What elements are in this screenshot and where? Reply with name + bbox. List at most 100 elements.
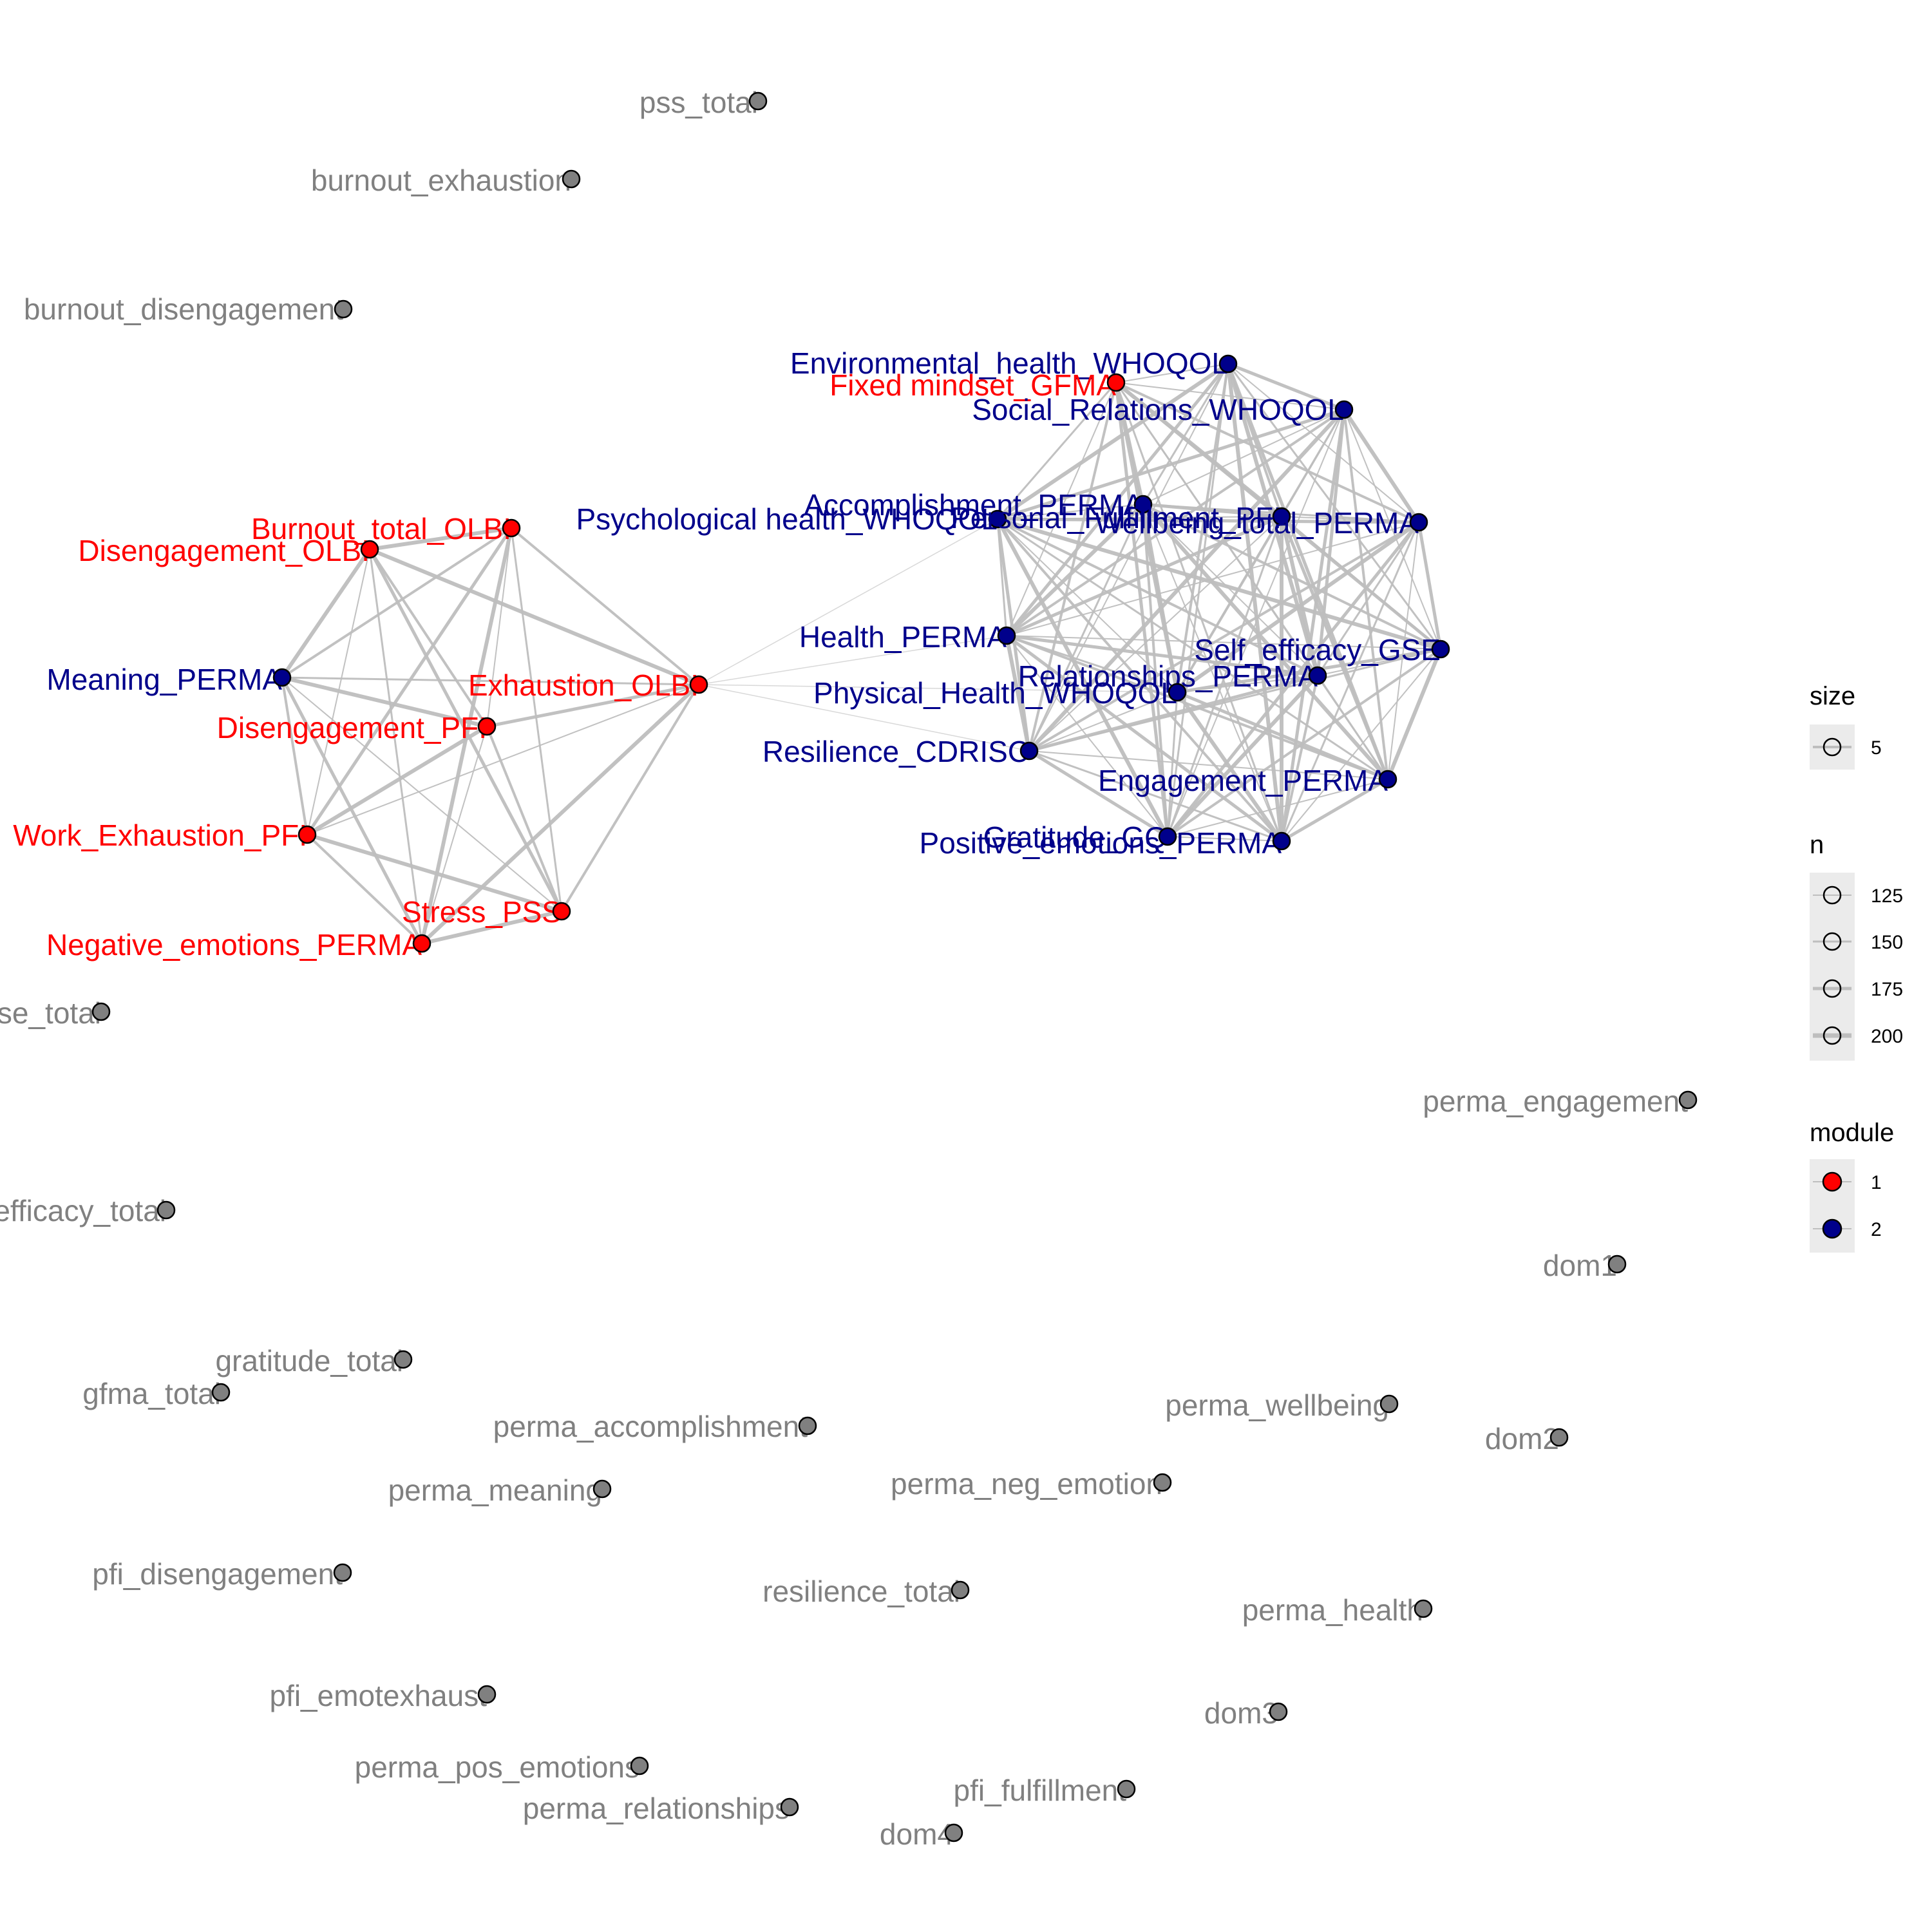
legend-n-key-circle [1823,1026,1842,1045]
network-node: dom3 [1204,1696,1288,1730]
node-label: burnout_disengagement [24,292,343,326]
network-edge [1166,516,1283,837]
node-label: Wellbeing_total_PERMA [1095,506,1419,540]
node-point [1272,831,1291,851]
network-edge [1280,516,1390,780]
node-label: Accomplishment_PERMA [804,488,1143,522]
network-edge [1166,692,1179,837]
network-node: Exhaustion_OLBI [468,668,708,702]
network-edge [420,683,701,945]
network-node: Social_Relations_WHOQOL [972,393,1354,426]
network-node: perma_neg_emotion [891,1467,1172,1501]
network-edge [1166,521,1420,838]
network-edge [560,683,700,913]
legend-n-label: 125 [1871,886,1903,907]
network-edge [1005,634,1283,843]
network-node: Self_efficacy_GSE [1194,633,1450,667]
node-point [360,540,379,559]
node-label: Gratitude_GQ [983,820,1168,854]
node-label: perma_health [1242,1593,1423,1627]
network-edge [1280,522,1420,842]
network-node: Work_Exhaustion_PFI [13,819,317,852]
network-edge [1028,504,1144,752]
network-edge [1280,675,1319,842]
network-node: gse_total [0,996,111,1030]
network-node: Negative_emotions_PERMA [46,928,431,961]
network-edge [1006,515,1282,638]
network-node: Positive_emotions_PERMA [920,826,1291,860]
network-edge [1005,363,1229,637]
network-edge [281,677,562,912]
node-label: gratitude_total [215,1344,403,1378]
network-node: Environmental_health_WHOQOL [790,346,1238,380]
node-point [1106,373,1126,392]
node-point [997,626,1016,645]
nodes-layer: pss_total burnout_exhaustion burnout_disen… [0,86,1698,1851]
node-label: Psychological health_WHOQOL [576,502,998,536]
network-node: Physical_Health_WHOQOL [813,676,1187,710]
network-edge [510,527,563,912]
network-edge [368,548,564,913]
network-edge [1316,522,1420,676]
legend-module-label: 1 [1871,1172,1882,1193]
node-point [1549,1428,1569,1447]
network-edge [305,527,513,836]
network-edge [996,518,1170,838]
network-edge [1177,690,1388,781]
network-edge [698,684,1030,752]
legend-n-label: 175 [1871,979,1903,1000]
network-edge [1028,750,1388,780]
network-edge [307,684,699,835]
node-label: perma_relationships [523,1792,790,1825]
node-point [1431,639,1450,659]
network-node: dom4 [880,1817,963,1851]
network-edge [1006,522,1419,636]
network-edge [1005,408,1345,637]
node-point [1379,1394,1399,1414]
network-edge [1280,409,1346,842]
node-label: Disengagement_OLBI [78,534,370,567]
legend-n-label: 150 [1871,932,1903,953]
network-node: Stress_PSS [402,895,571,929]
legend-size: size 5 [1810,682,1882,770]
node-point [333,1563,352,1582]
network-node: resilience_total [762,1575,970,1608]
network-edge [1028,382,1117,752]
network-edge [1028,692,1178,752]
network-node: burnout_exhaustion [311,164,581,197]
node-point [1678,1090,1698,1110]
node-point [477,717,497,736]
network-edge [997,504,1144,520]
network-node: Disengagement_OLBI [78,534,379,567]
node-label: dom4 [880,1817,954,1851]
network-edge [306,724,488,837]
network-node: perma_pos_emotions [355,1750,649,1784]
node-point [1272,507,1291,526]
network-node: pss_total [639,86,768,119]
network-edge [1142,504,1282,842]
node-point [477,1685,497,1704]
network-node: Fixed mindset_GFMA [829,368,1126,402]
node-point [1133,495,1153,514]
network-edge [1387,522,1419,780]
edges-layer [280,362,1443,945]
node-point [630,1756,649,1776]
network-node: gfma_total [82,1377,231,1410]
node-point [1414,1599,1433,1618]
node-point [334,299,353,319]
node-label: pfi_disengagement [92,1557,343,1591]
network-edge [307,833,562,913]
network-edge [1005,635,1031,752]
network-edge [1028,750,1282,842]
node-point [1334,400,1354,419]
network-edge [1115,382,1283,842]
network-edge [281,676,699,686]
legend-size-title: size [1810,682,1855,710]
network-edge [997,517,1419,524]
network-edge [997,408,1345,521]
node-label: Exhaustion_OLBI [468,668,699,702]
node-label: Positive_emotions_PERMA [920,826,1282,860]
network-edge [997,518,1318,677]
network-edge [1006,634,1318,677]
network-node: gratitude_total [215,1344,413,1378]
